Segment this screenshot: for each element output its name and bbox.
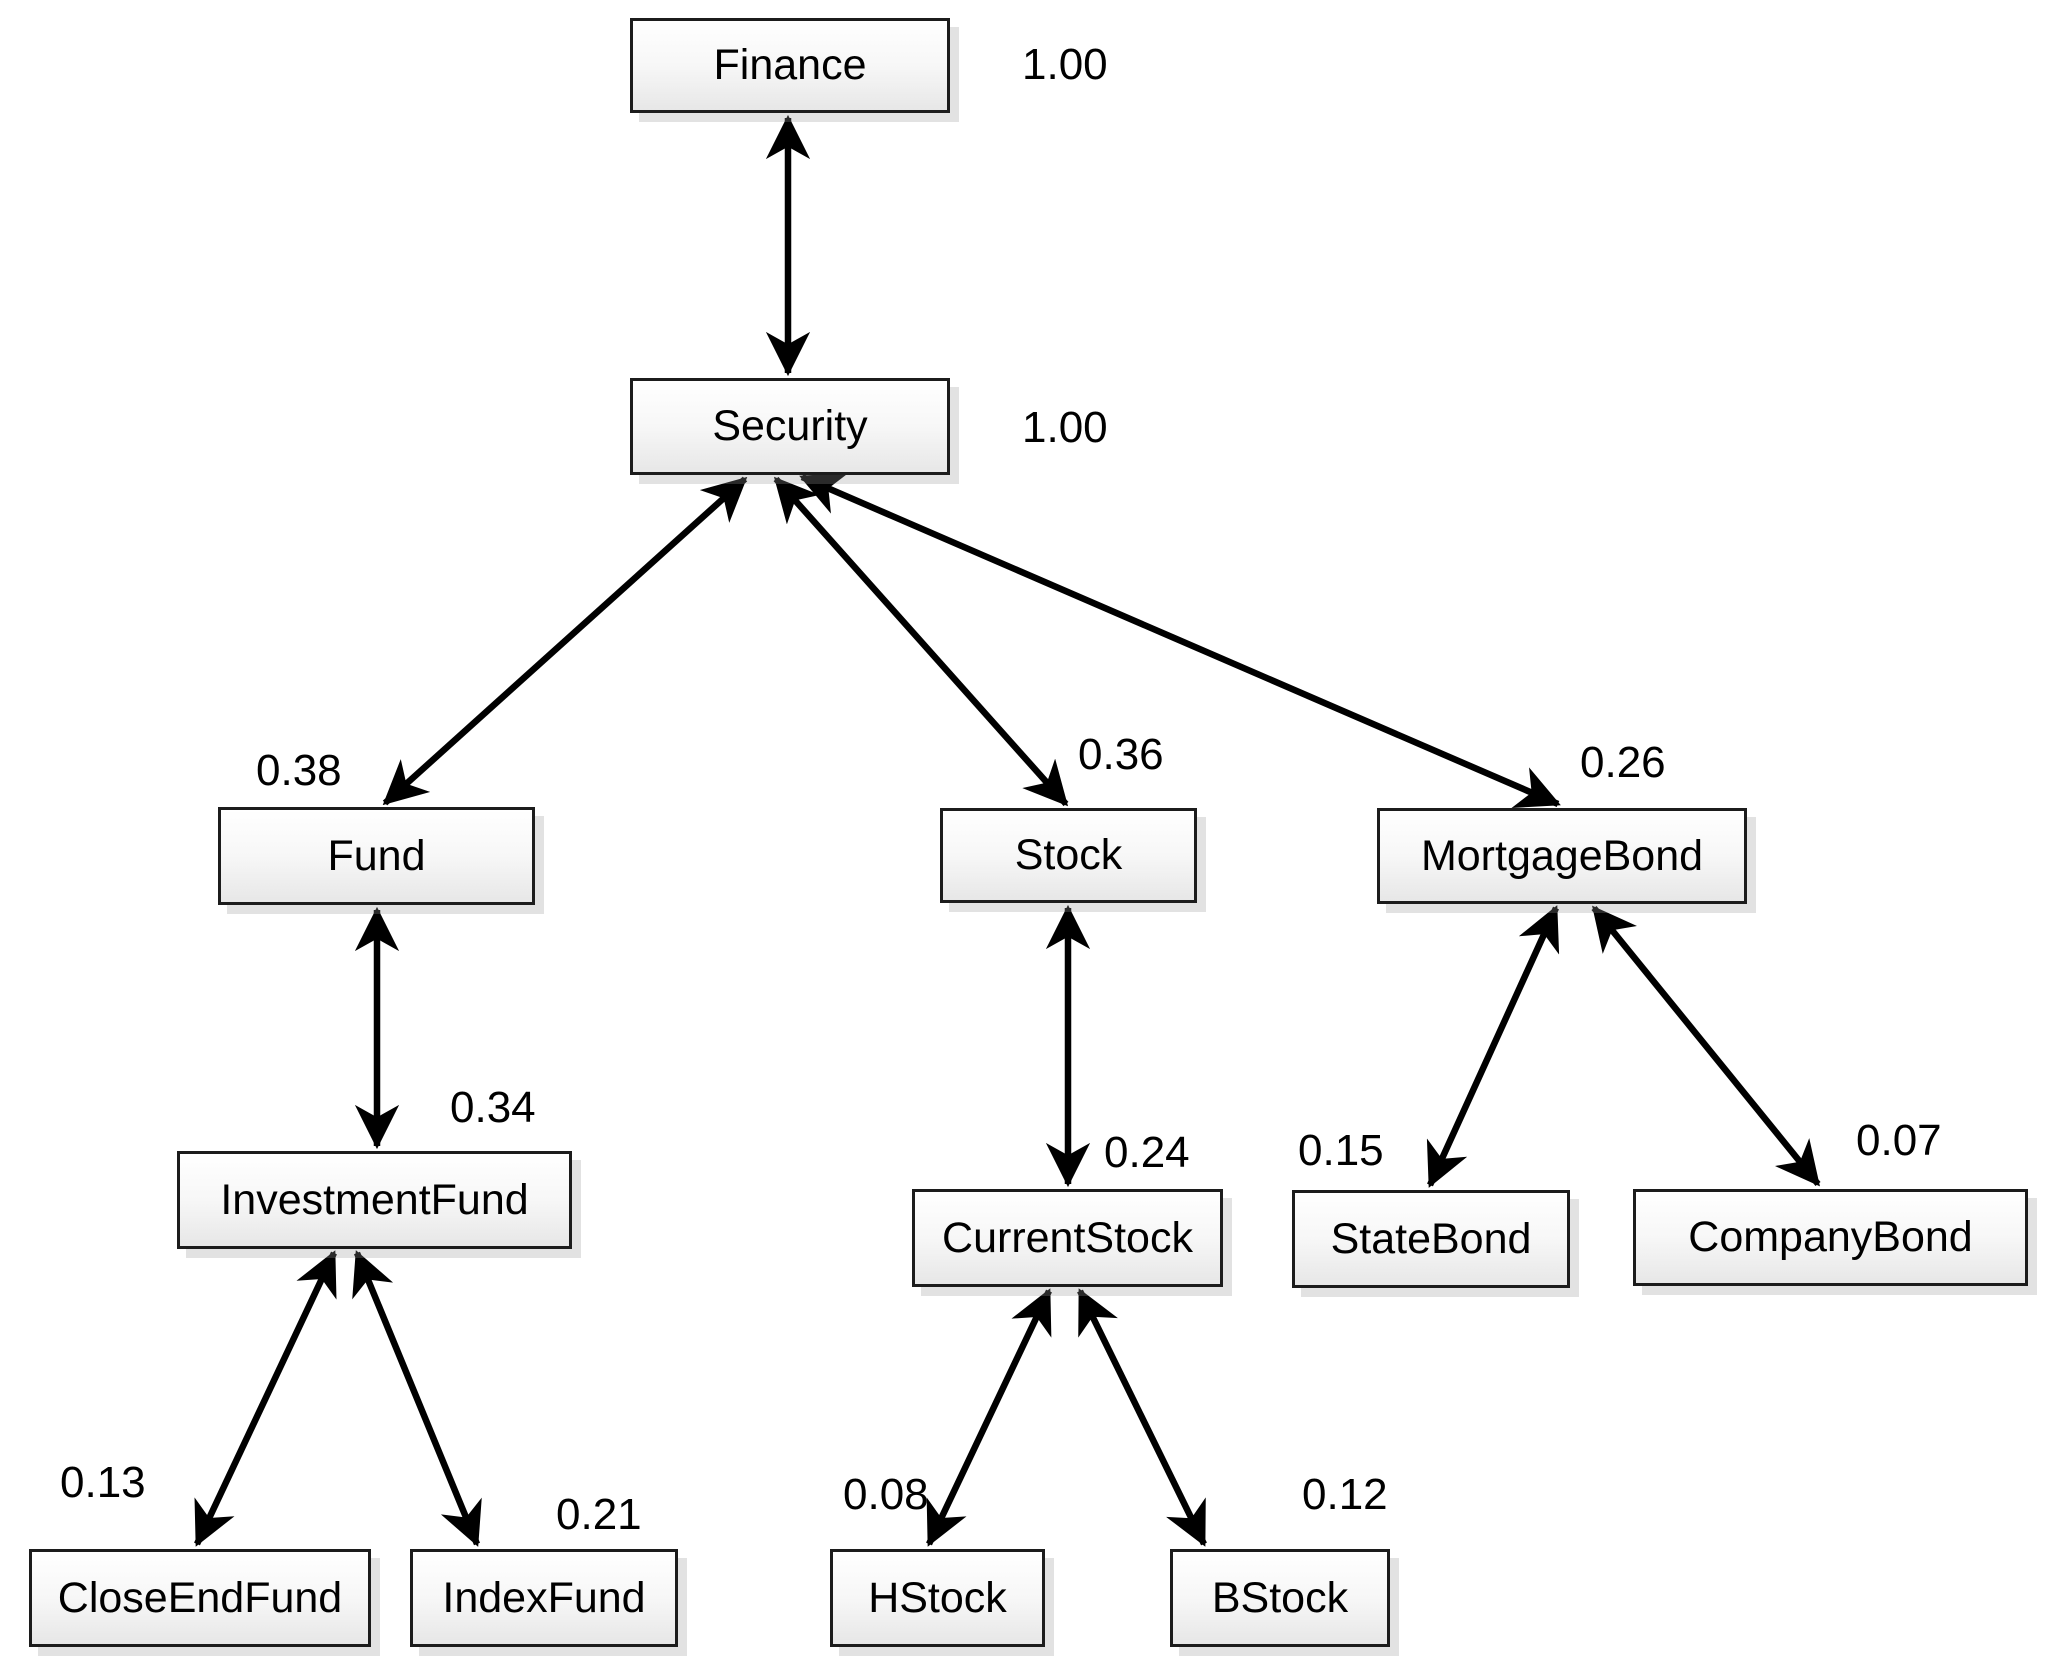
edge-security-mortgagebond: [799, 473, 1561, 808]
node-closeendfund: CloseEndFund: [29, 1549, 371, 1647]
node-security: Security: [630, 378, 950, 475]
edge-mortgagebond-companybond: [1591, 905, 1821, 1187]
node-finance: Finance: [630, 18, 950, 113]
weight-finance: 1.00: [1022, 40, 1108, 89]
node-indexfund-label: IndexFund: [442, 1573, 646, 1622]
node-bstock: BStock: [1170, 1549, 1390, 1647]
node-stock-label: Stock: [1014, 831, 1123, 879]
weight-security: 1.00: [1022, 403, 1108, 452]
node-finance-label: Finance: [713, 41, 867, 89]
node-closeendfund-label: CloseEndFund: [57, 1573, 343, 1622]
weight-closeendfund: 0.13: [60, 1458, 146, 1507]
weight-investmentfund: 0.34: [450, 1083, 536, 1132]
node-mortgagebond: MortgageBond: [1377, 808, 1747, 904]
weight-currentstock: 0.24: [1104, 1128, 1190, 1177]
node-security-label: Security: [712, 402, 868, 450]
node-currentstock: CurrentStock: [912, 1189, 1223, 1287]
edge-investmentfund-closeendfund: [194, 1250, 337, 1547]
node-fund-label: Fund: [327, 831, 426, 880]
node-fund: Fund: [218, 807, 535, 905]
node-currentstock-label: CurrentStock: [942, 1213, 1193, 1262]
edge-currentstock-bstock: [1077, 1288, 1207, 1547]
node-investmentfund: InvestmentFund: [177, 1151, 572, 1249]
weight-indexfund: 0.21: [556, 1490, 642, 1539]
edge-security-fund: [382, 476, 748, 806]
weight-companybond: 0.07: [1856, 1116, 1942, 1165]
weight-hstock: 0.08: [843, 1470, 929, 1519]
node-investmentfund-label: InvestmentFund: [220, 1175, 529, 1224]
node-bstock-label: BStock: [1211, 1573, 1349, 1622]
node-hstock-label: HStock: [868, 1573, 1007, 1622]
edge-investmentfund-indexfund: [352, 1250, 482, 1547]
node-statebond-label: StateBond: [1330, 1214, 1532, 1263]
weight-fund: 0.38: [256, 746, 342, 795]
weight-stock: 0.36: [1078, 730, 1164, 779]
edge-mortgagebond-statebond: [1426, 905, 1560, 1188]
weight-bstock: 0.12: [1302, 1470, 1388, 1519]
node-statebond: StateBond: [1292, 1190, 1570, 1288]
node-hstock: HStock: [830, 1549, 1045, 1647]
node-indexfund: IndexFund: [410, 1549, 678, 1647]
weight-statebond: 0.15: [1298, 1126, 1384, 1175]
node-mortgagebond-label: MortgageBond: [1420, 831, 1704, 880]
node-companybond-label: CompanyBond: [1688, 1213, 1973, 1261]
edge-currentstock-hstock: [926, 1288, 1052, 1547]
node-stock: Stock: [940, 808, 1197, 903]
weight-mortgagebond: 0.26: [1580, 738, 1666, 787]
node-companybond: CompanyBond: [1633, 1189, 2028, 1286]
